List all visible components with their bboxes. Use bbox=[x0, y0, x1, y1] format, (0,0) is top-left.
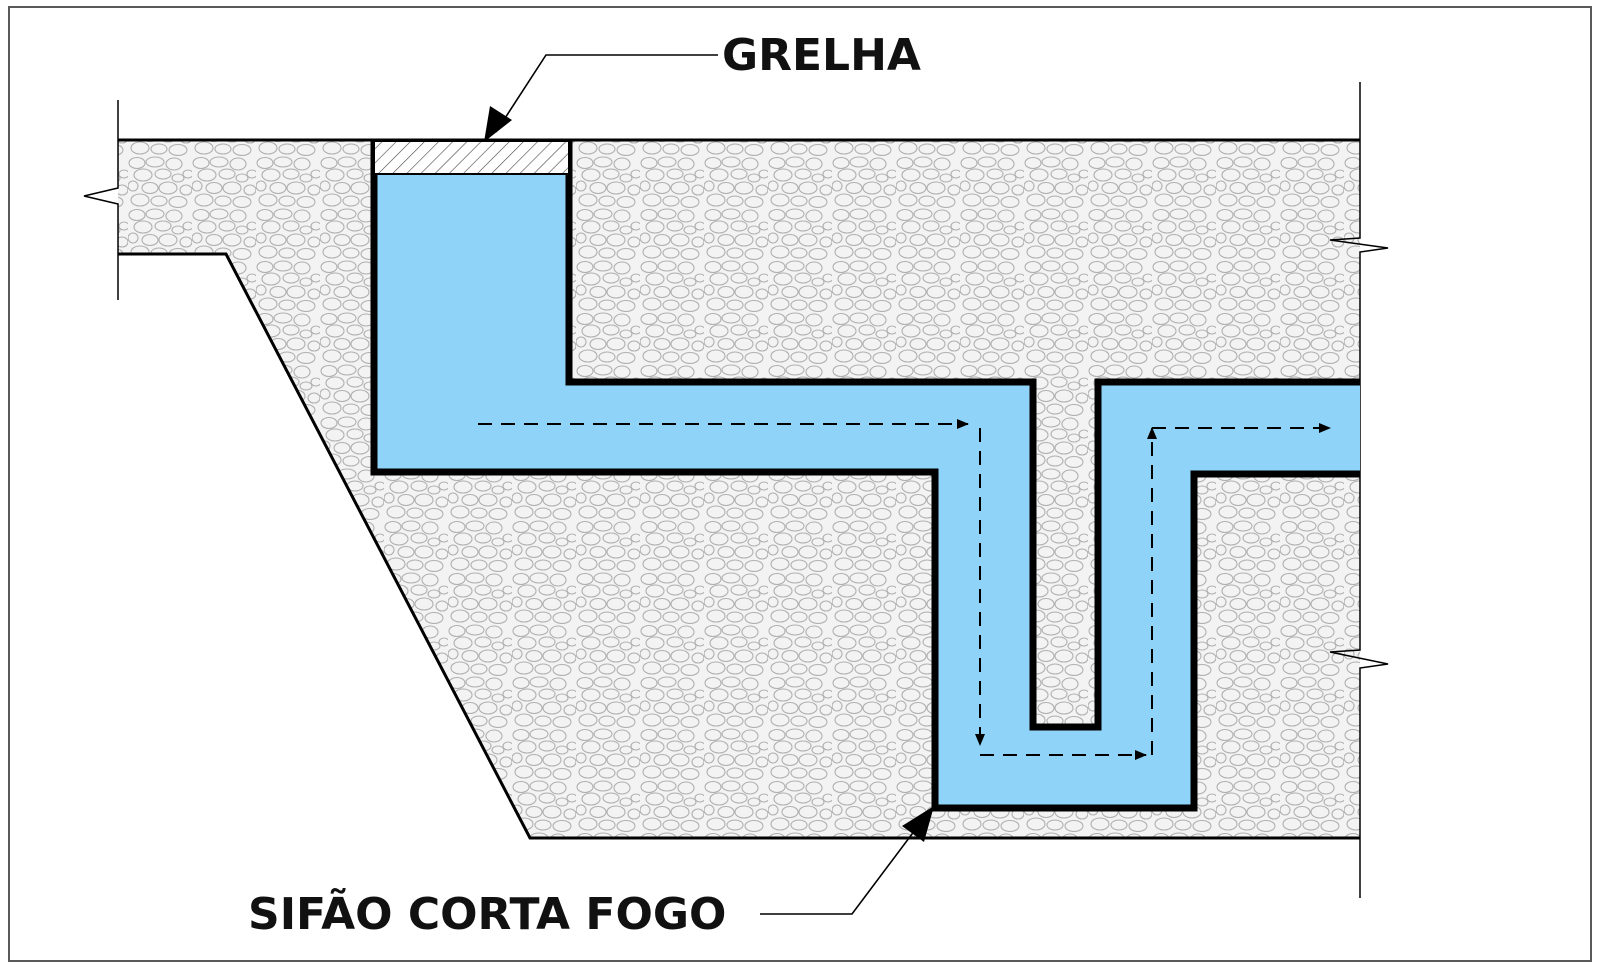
siphon-leader-arrowhead bbox=[902, 806, 934, 842]
grate-leader-arrowhead bbox=[484, 106, 512, 142]
flow-path bbox=[478, 419, 1331, 760]
grate bbox=[373, 140, 570, 175]
siphon-water-channel bbox=[374, 174, 1360, 808]
figure-frame bbox=[8, 6, 1592, 962]
slab-bottom-edge bbox=[118, 252, 1360, 840]
grate-leader-line bbox=[495, 54, 718, 133]
siphon-label: SIFÃO CORTA FOGO bbox=[248, 887, 726, 940]
siphon-wall-lower bbox=[565, 140, 1360, 731]
siphon-leader-line bbox=[760, 825, 919, 915]
break-line-left bbox=[83, 100, 119, 300]
grate-label: GRELHA bbox=[722, 30, 921, 81]
siphon-wall-upper bbox=[370, 140, 1360, 812]
